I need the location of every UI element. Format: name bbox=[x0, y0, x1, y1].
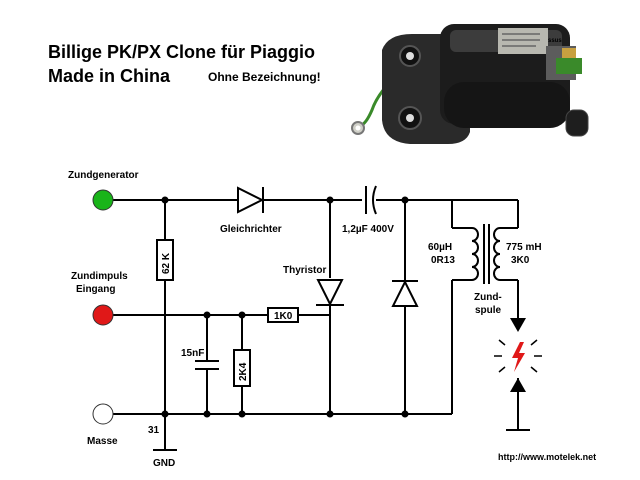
footer-url: http://www.motelek.net bbox=[498, 452, 596, 462]
thyristor bbox=[316, 279, 344, 307]
junction-dots bbox=[161, 196, 409, 418]
page-title-line2: Made in China bbox=[48, 66, 171, 86]
capacitor-1-2uf bbox=[362, 185, 377, 215]
resistor-1k0 bbox=[267, 307, 299, 323]
impulse-terminal bbox=[92, 304, 114, 326]
photo-label-fragment: ssus bbox=[548, 38, 562, 44]
resistor-1k0-label: 1K0 bbox=[274, 311, 293, 322]
resistor-2k4-label: 2K4 bbox=[238, 362, 249, 381]
wiring bbox=[113, 199, 530, 451]
ignition-transformer bbox=[471, 224, 501, 284]
ground-terminal bbox=[92, 403, 114, 425]
diode-label: Gleichrichter bbox=[220, 224, 282, 235]
thyristor-label: Thyristor bbox=[283, 265, 326, 276]
primary-resistance: 0R13 bbox=[431, 255, 455, 266]
spark-plug-gap bbox=[494, 318, 542, 392]
spark-bolt-icon bbox=[512, 342, 525, 372]
rectifier-diode bbox=[237, 186, 265, 214]
gnd-label: GND bbox=[153, 458, 175, 469]
ignition-coil-photo: ssus bbox=[351, 24, 589, 144]
resistor-2k4 bbox=[233, 349, 251, 387]
ground-label: Masse bbox=[87, 436, 118, 447]
capacitor-15nf bbox=[195, 360, 219, 370]
impulse-label: Zundimpuls bbox=[71, 271, 128, 282]
secondary-resistance: 3K0 bbox=[511, 255, 530, 266]
generator-terminal bbox=[92, 189, 114, 211]
page-subtitle: Ohne Bezeichnung! bbox=[208, 70, 321, 84]
generator-label: Zundgenerator bbox=[68, 170, 139, 181]
coil-label-line2: spule bbox=[475, 305, 502, 316]
resistor-62k-label: 62 K bbox=[161, 252, 172, 274]
impulse-label-line2: Eingang bbox=[76, 284, 115, 295]
primary-inductance: 60µH bbox=[428, 242, 452, 253]
freewheel-diode bbox=[391, 279, 419, 307]
coil-label: Zund- bbox=[474, 292, 502, 303]
capacitor-15nf-label: 15nF bbox=[181, 348, 204, 359]
resistor-62k bbox=[156, 239, 174, 281]
page-title: Billige PK/PX Clone für Piaggio bbox=[48, 42, 316, 62]
pin-31-label: 31 bbox=[148, 425, 160, 436]
secondary-inductance: 775 mH bbox=[506, 242, 542, 253]
capacitor-label: 1,2µF 400V bbox=[342, 224, 394, 235]
